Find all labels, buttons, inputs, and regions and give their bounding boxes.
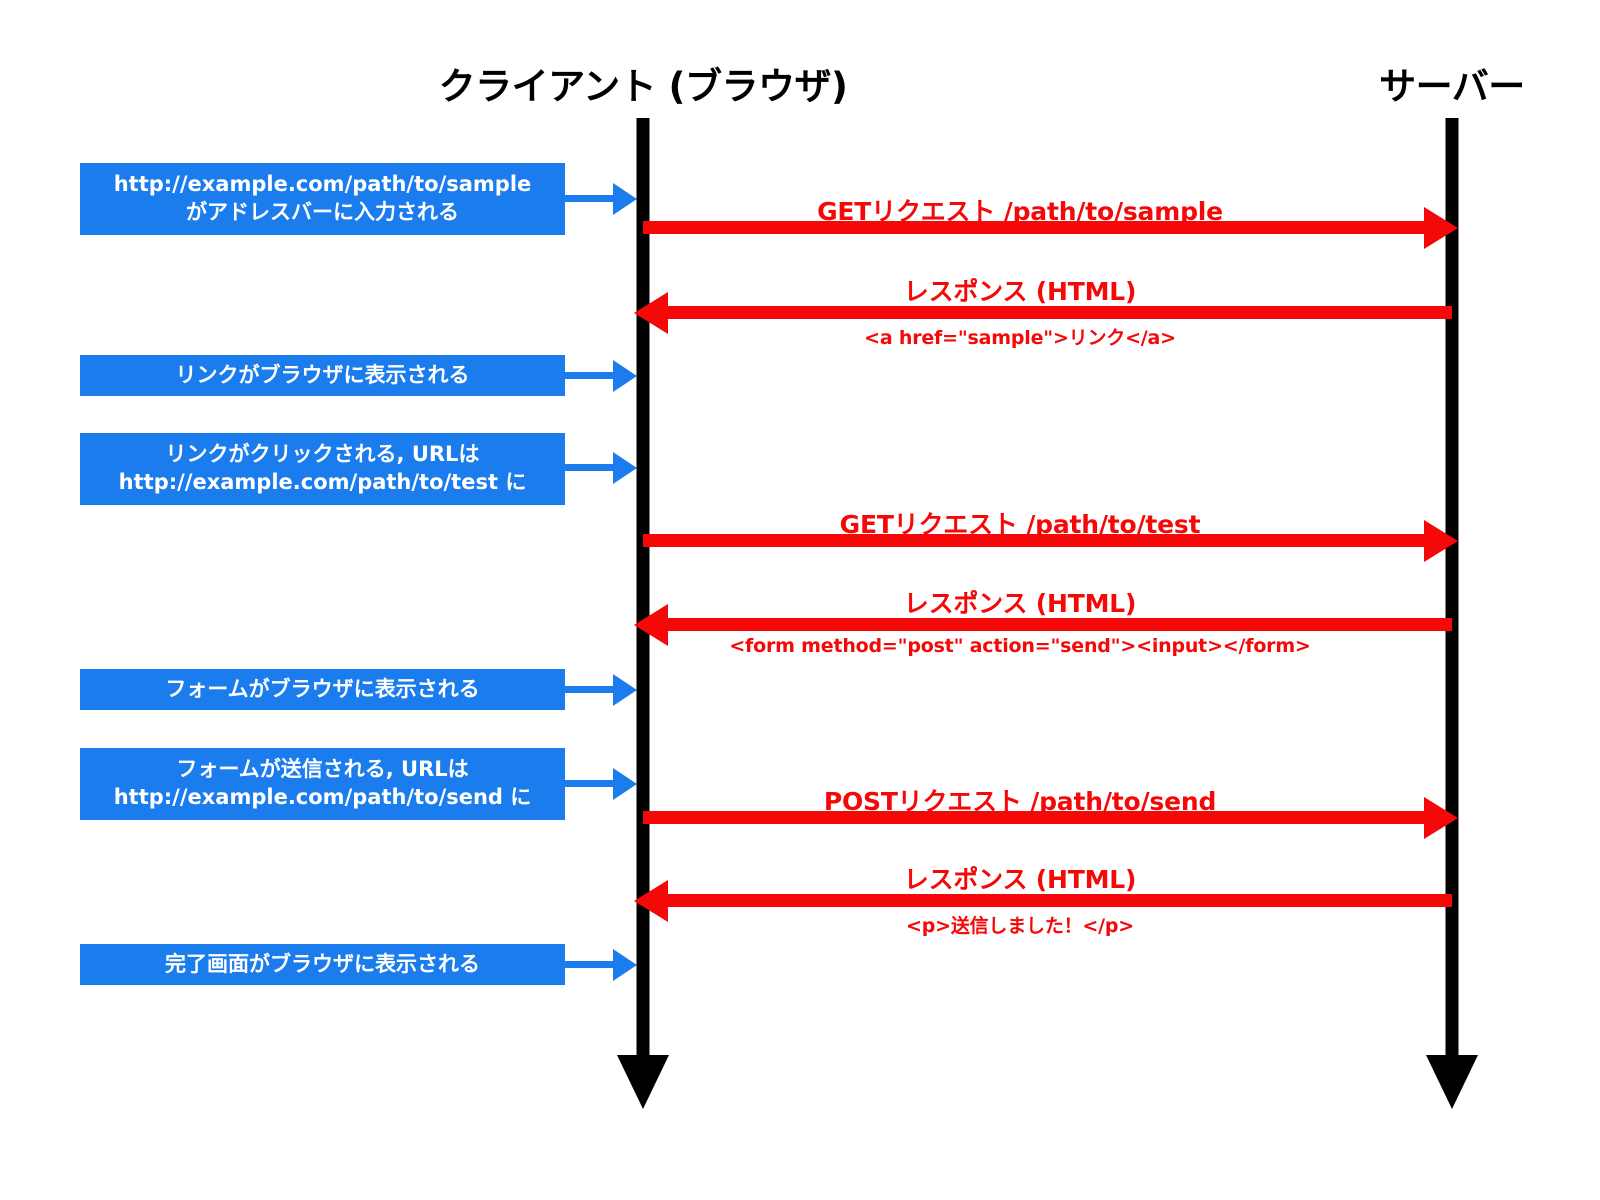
message-shaft-2 xyxy=(668,306,1452,319)
note-line-2: http://example.com/path/to/test に xyxy=(118,470,527,494)
note-form-submitted: フォームが送信される, URLは http://example.com/path… xyxy=(80,748,565,820)
message-shaft-6 xyxy=(668,894,1452,907)
note-connector-3 xyxy=(565,464,627,471)
message-sublabel-2: <a href="sample">リンク</a> xyxy=(864,327,1176,349)
message-label-6: レスポンス (HTML) xyxy=(903,865,1137,894)
message-sublabel-6: <p>送信しました！</p> xyxy=(905,915,1135,937)
lifeline-label-client: クライアント (ブラウザ) xyxy=(438,65,848,108)
message-arrowhead-3 xyxy=(1424,520,1458,562)
note-line-1: http://example.com/path/to/sample xyxy=(113,172,532,197)
lifeline-client-arrowhead xyxy=(617,1055,669,1109)
message-arrowhead-6 xyxy=(634,880,668,922)
note-connector-2-arrowhead xyxy=(613,360,637,392)
note-line-2: http://example.com/path/to/send に xyxy=(113,785,532,809)
note-link-displayed: リンクがブラウザに表示される xyxy=(80,355,565,396)
message-shaft-4 xyxy=(668,618,1452,631)
message-label-2: レスポンス (HTML) xyxy=(903,277,1137,306)
note-line-1: フォームが送信される, URLは xyxy=(176,757,469,782)
message-arrowhead-5 xyxy=(1424,797,1458,839)
note-line-1: フォームがブラウザに表示される xyxy=(165,676,480,701)
note-link-clicked: リンクがクリックされる, URLは http://example.com/pat… xyxy=(80,433,565,505)
message-label-4: レスポンス (HTML) xyxy=(903,589,1137,618)
message-arrowhead-1 xyxy=(1424,207,1458,249)
note-connector-5-arrowhead xyxy=(613,768,637,800)
lifeline-server-arrowhead xyxy=(1426,1055,1478,1109)
note-connector-4 xyxy=(565,686,627,693)
message-arrowhead-2 xyxy=(634,292,668,334)
message-arrowhead-4 xyxy=(634,604,668,646)
note-line-2: がアドレスバーに入力される xyxy=(186,200,459,224)
note-completion-displayed: 完了画面がブラウザに表示される xyxy=(80,944,565,985)
note-connector-4-arrowhead xyxy=(613,674,637,706)
message-shaft-5 xyxy=(643,811,1428,824)
message-shaft-1 xyxy=(643,221,1428,234)
note-line-1: リンクがブラウザに表示される xyxy=(175,362,470,387)
message-sublabel-4: <form method="post" action="send"><input… xyxy=(729,635,1311,657)
note-connector-1-arrowhead xyxy=(613,183,637,215)
lifeline-client xyxy=(636,118,650,1060)
note-connector-6 xyxy=(565,961,627,968)
lifeline-label-server: サーバー xyxy=(1379,65,1525,108)
note-form-displayed: フォームがブラウザに表示される xyxy=(80,669,565,710)
lifeline-server xyxy=(1445,118,1459,1060)
note-connector-2 xyxy=(565,372,627,379)
message-shaft-3 xyxy=(643,534,1428,547)
note-connector-5 xyxy=(565,780,627,787)
note-line-1: 完了画面がブラウザに表示される xyxy=(165,951,480,976)
note-connector-3-arrowhead xyxy=(613,452,637,484)
note-connector-1 xyxy=(565,195,627,202)
note-url-entered: http://example.com/path/to/sample がアドレスバ… xyxy=(80,163,565,235)
note-connector-6-arrowhead xyxy=(613,949,637,981)
note-line-1: リンクがクリックされる, URLは xyxy=(165,442,480,467)
